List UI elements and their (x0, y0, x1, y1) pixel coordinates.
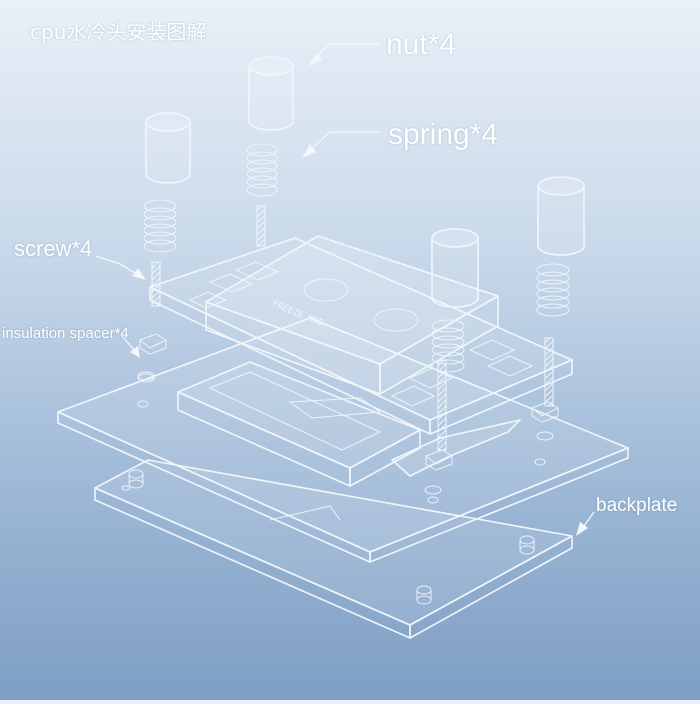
leader-arrows (95, 43, 595, 536)
nut-label: nut*4 (386, 28, 457, 61)
screws-drawing (137, 205, 560, 471)
backplate-drawing (94, 459, 573, 639)
mounting-plate-drawing (149, 237, 573, 435)
springs-drawing (143, 143, 570, 373)
screw-label: screw*4 (14, 236, 93, 261)
nuts-drawing (145, 56, 585, 308)
insulation-spacer-label: insulation spacer*4 (2, 325, 129, 342)
motherboard-drawing (57, 317, 629, 563)
backplate-label: backplate (596, 495, 678, 516)
spring-label: spring*4 (388, 118, 499, 151)
page-title: cpu水冷头安装图解 (30, 20, 207, 44)
